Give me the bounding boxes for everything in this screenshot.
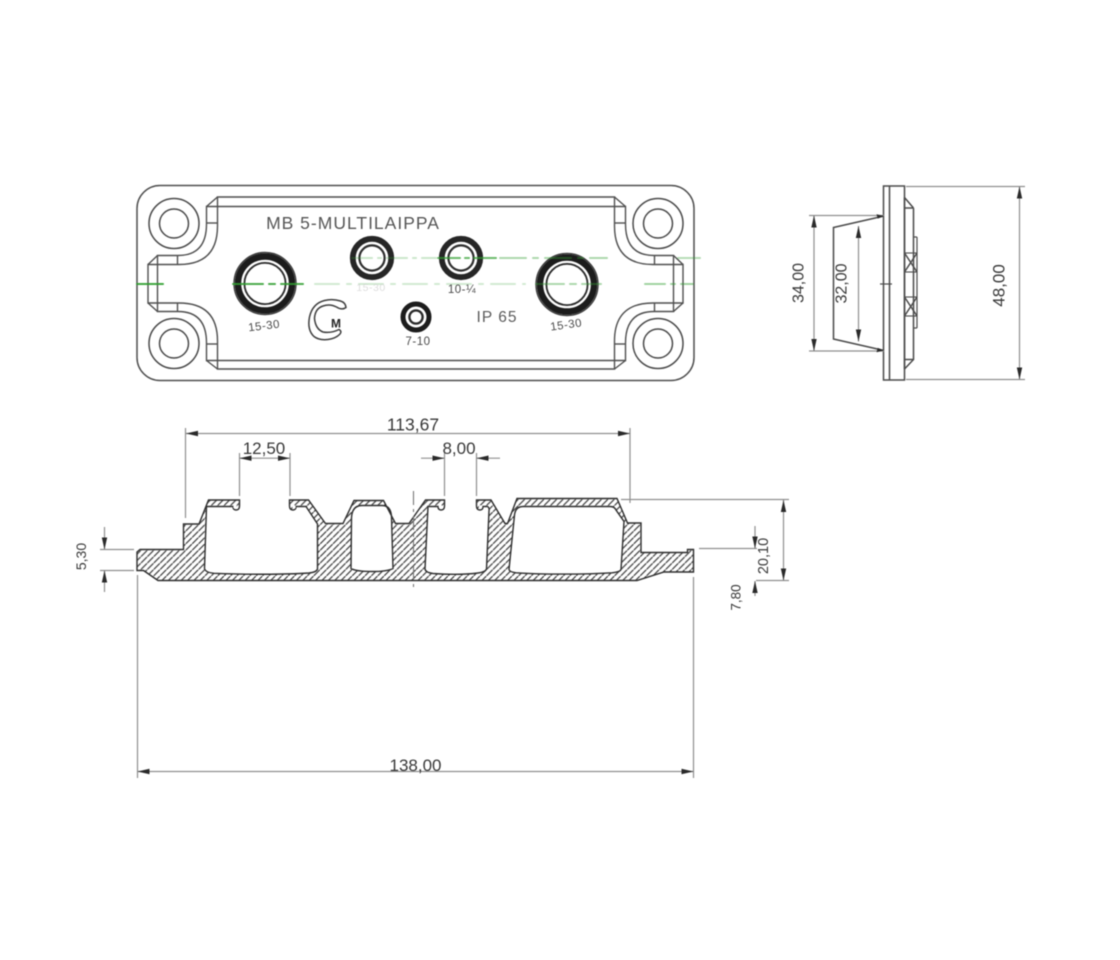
svg-text:15-30: 15-30 [248,319,281,335]
svg-text:138,00: 138,00 [390,756,442,775]
svg-text:8,00: 8,00 [442,439,475,458]
svg-text:7-10: 7-10 [405,336,430,348]
svg-text:15-30: 15-30 [550,317,583,333]
svg-text:M: M [331,317,341,331]
svg-text:IP 65: IP 65 [477,309,518,326]
svg-text:5,30: 5,30 [73,543,89,570]
svg-text:12,50: 12,50 [243,439,286,458]
svg-text:20,10: 20,10 [756,538,772,574]
svg-text:7,80: 7,80 [729,584,744,610]
svg-text:113,67: 113,67 [387,415,439,435]
svg-text:32,00: 32,00 [834,263,851,303]
svg-text:MB 5-MULTILAIPPA: MB 5-MULTILAIPPA [266,213,440,233]
svg-text:15-30: 15-30 [356,282,385,294]
svg-text:48,00: 48,00 [990,264,1009,307]
svg-text:10-¼: 10-¼ [448,284,476,296]
svg-text:34,00: 34,00 [791,263,808,303]
